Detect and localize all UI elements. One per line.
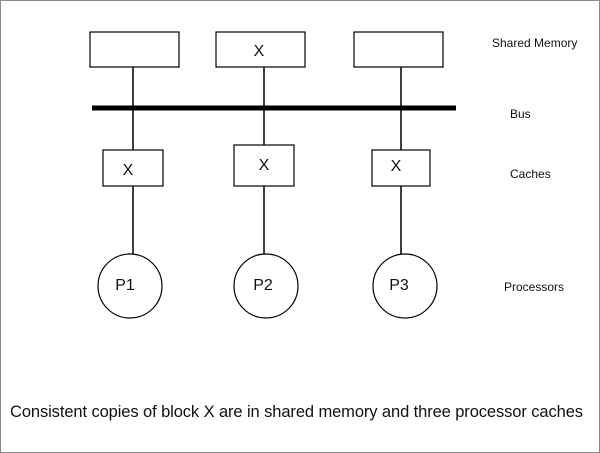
processor-3: P3 [372,253,438,319]
label-processors: Processors [504,280,564,294]
processor-1: P1 [97,253,163,319]
memory-block-2-text: X [254,43,265,60]
memory-block-3 [353,31,444,68]
diagram-caption: Consistent copies of block X are in shar… [10,403,583,421]
processor-2: P2 [233,253,299,319]
cache-block-3-text: X [391,158,402,175]
label-shared-memory: Shared Memory [492,36,577,50]
label-bus: Bus [510,107,531,121]
cache-block-2: X [233,144,295,187]
label-caches: Caches [510,167,551,181]
processor-3-label: P3 [389,277,409,294]
processor-2-label: P2 [253,277,273,294]
cache-block-2-text: X [259,157,270,174]
processor-1-label: P1 [115,277,135,294]
memory-block-1 [89,31,180,68]
cache-block-1-text: X [123,162,134,179]
cache-block-3: X [371,149,431,187]
cache-block-1: X [102,149,164,187]
memory-block-2: X [215,31,306,68]
